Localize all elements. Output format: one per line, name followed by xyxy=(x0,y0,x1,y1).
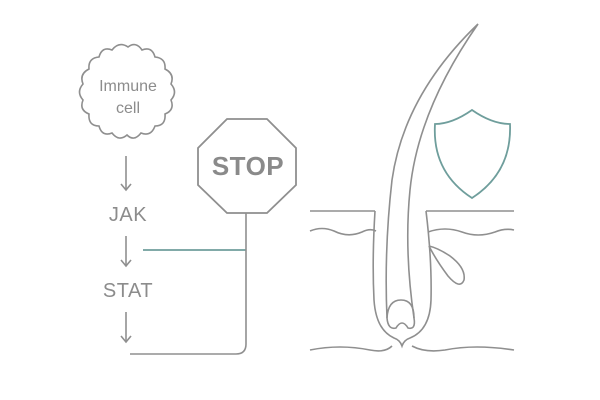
hair-bulb xyxy=(386,299,416,330)
arrow-to-stat xyxy=(120,236,132,268)
arrow-to-jak xyxy=(120,156,132,192)
shield-icon xyxy=(433,108,511,200)
immune-cell-line1: Immune xyxy=(99,78,157,95)
dermal-line-left xyxy=(309,227,377,236)
immune-cell-label: Immune cell xyxy=(78,76,178,120)
arrow-from-stat xyxy=(120,312,132,344)
stop-label: STOP xyxy=(211,151,285,181)
hair-shaft xyxy=(385,23,479,319)
dermal-line-right xyxy=(427,228,515,236)
hair-follicle-outer xyxy=(372,210,432,349)
stop-sign-post xyxy=(130,213,247,355)
stop-sign-octagon xyxy=(197,118,297,214)
base-line xyxy=(309,345,515,352)
immune-cell-blob xyxy=(78,43,176,139)
immune-cell-line2: cell xyxy=(115,100,140,117)
sebaceous-gland xyxy=(428,245,466,285)
jak-label: JAK xyxy=(108,204,148,226)
stat-label: STAT xyxy=(102,280,154,302)
